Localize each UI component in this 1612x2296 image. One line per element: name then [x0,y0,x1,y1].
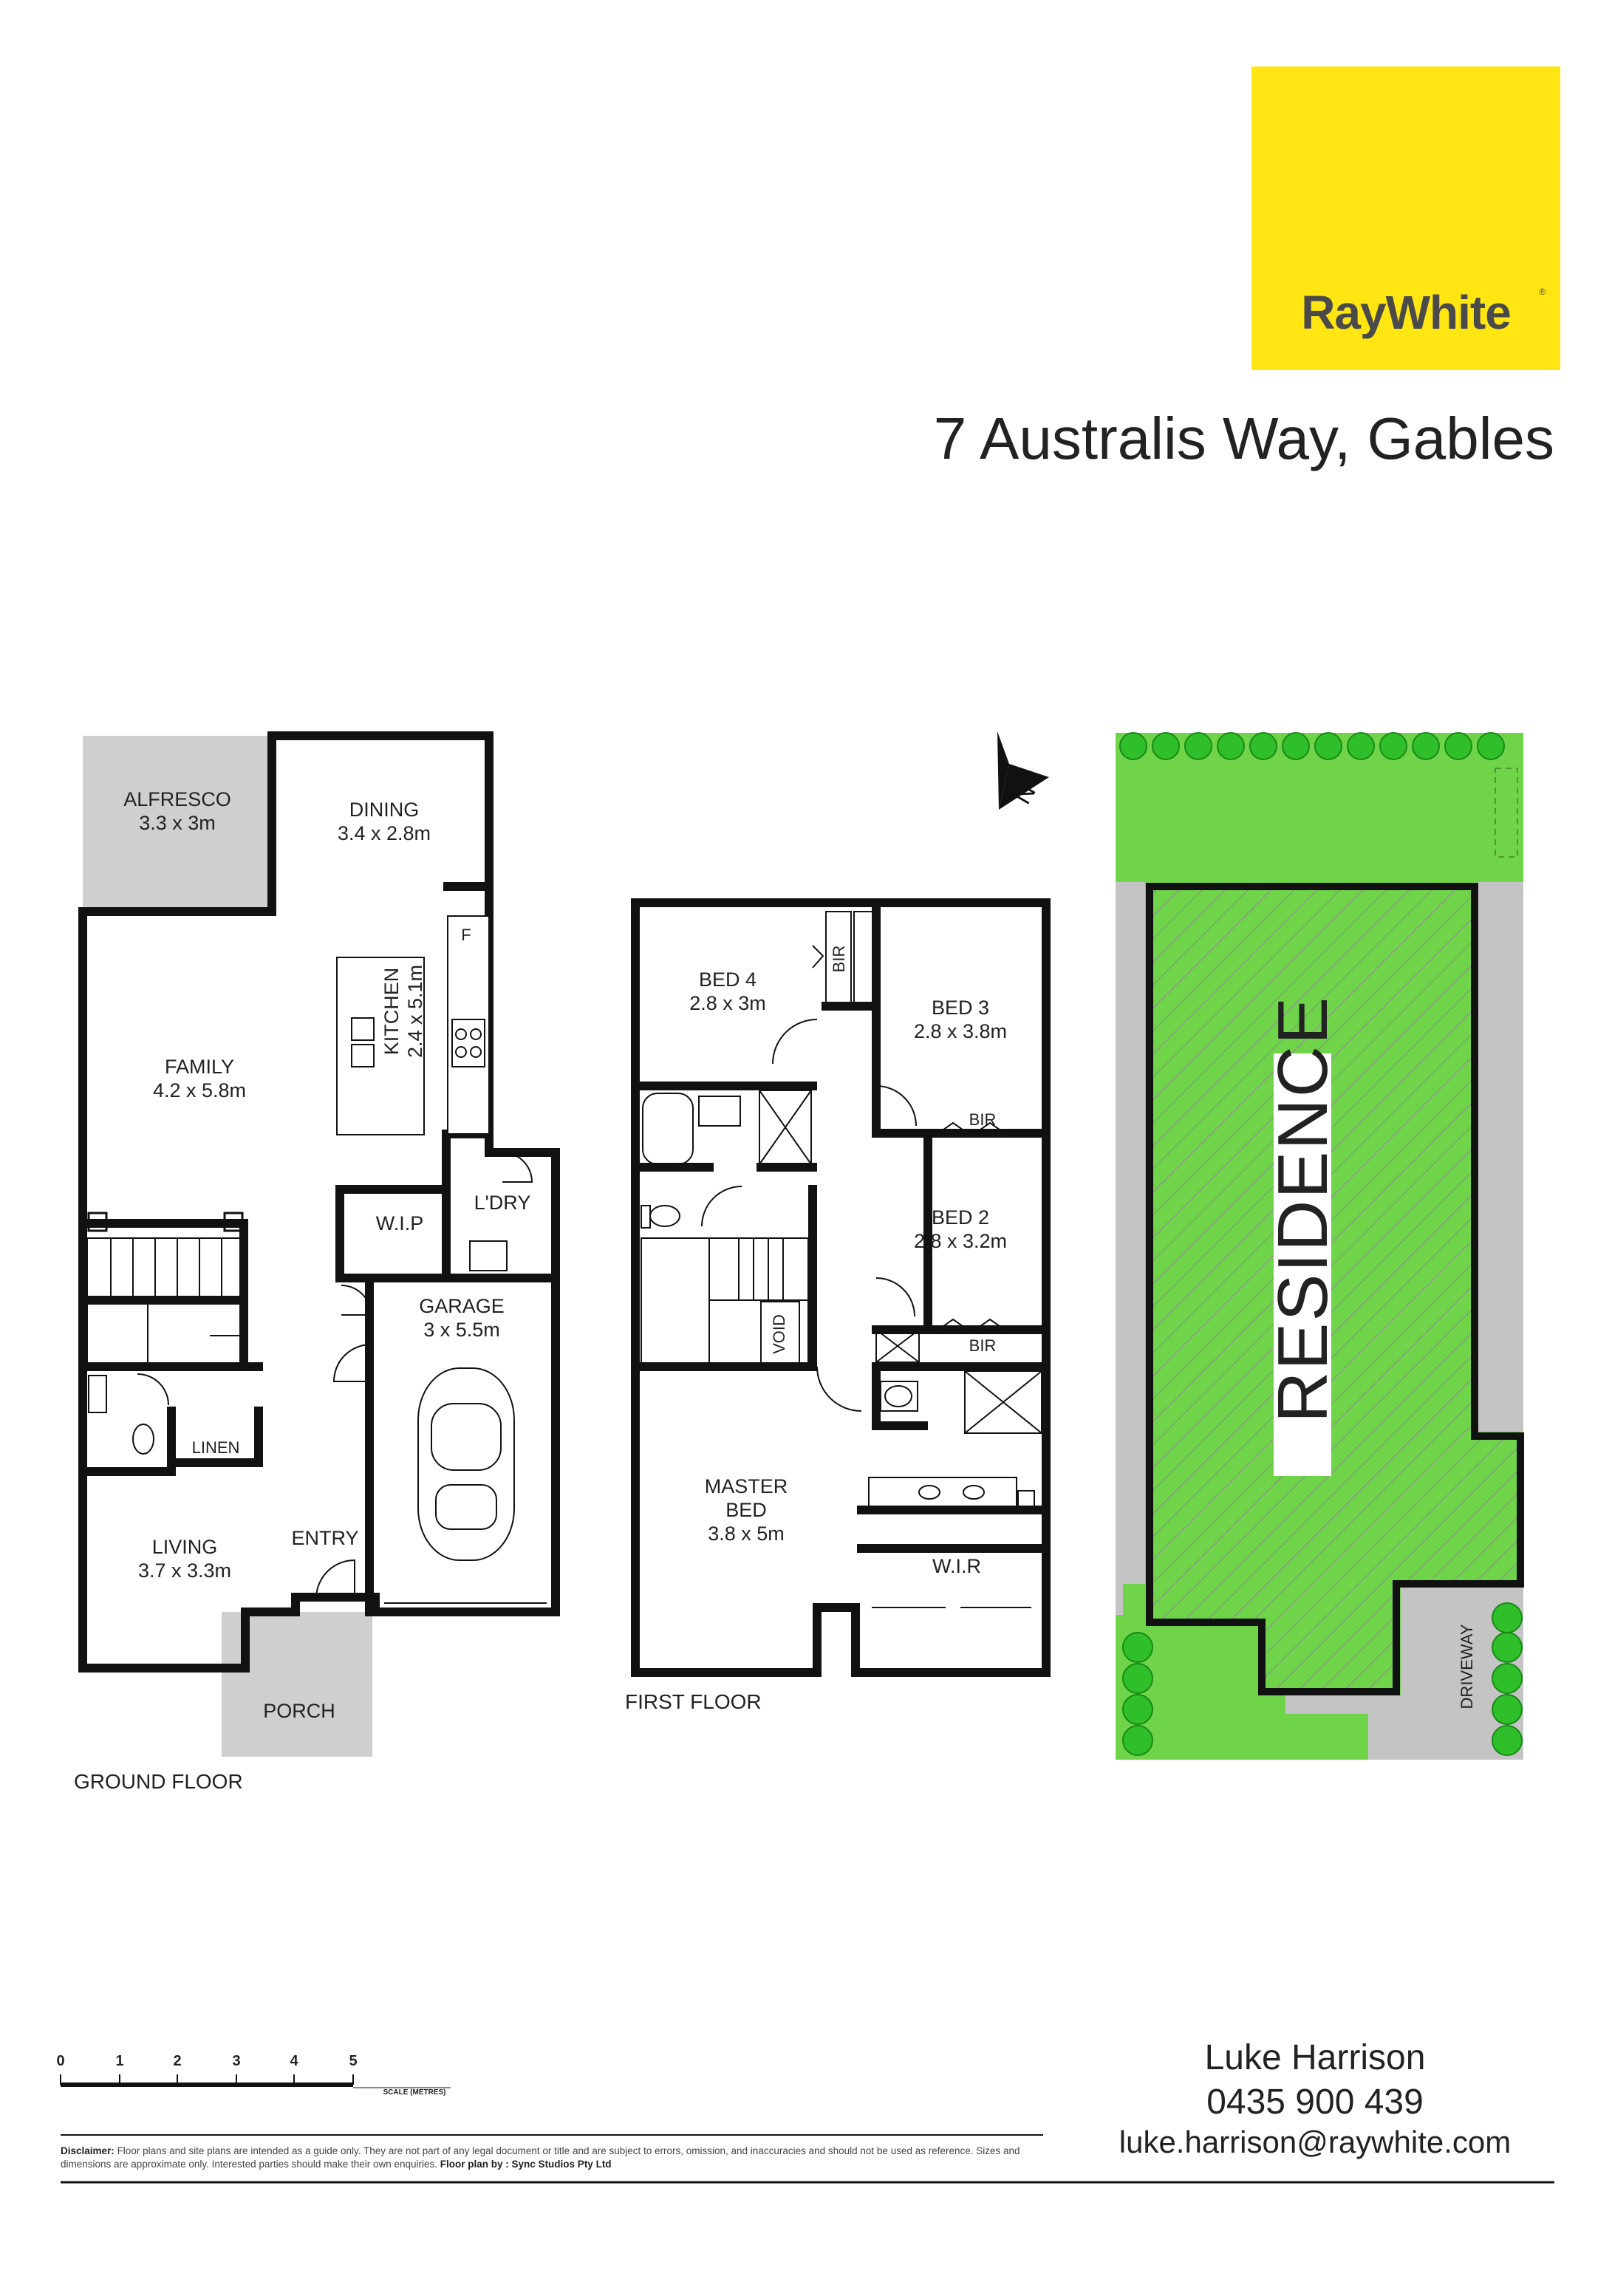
agent-phone[interactable]: 0435 900 439 [1206,2083,1424,2122]
bir-bed3-label: BIR [969,1110,997,1129]
driveway-label: DRIVEWAY [1458,1624,1476,1709]
fridge-label: F [461,926,471,944]
disclaimer: Disclaimer: Floor plans and site plans a… [61,2145,1043,2171]
laundry-label: L'DRY [474,1192,531,1214]
bir-bed4-label: BIR [830,945,848,973]
disclaimer-credit: Floor plan by : Sync Studios Pty Ltd [440,2159,612,2170]
first-floor-plan [631,898,1051,1677]
wip-label: W.I.P [375,1212,424,1234]
alfresco-area [83,736,272,912]
site-plan [1116,732,1524,1760]
residence-label: RESIDENCE [1263,995,1342,1423]
raywhite-logo: RayWhite ® [1251,66,1560,370]
scale-tick-3: 3 [232,2053,241,2069]
north-arrow-icon: N [997,731,1049,810]
scale-tick-5: 5 [349,2053,358,2069]
entry-label: ENTRY [291,1527,359,1549]
car-icon [417,1367,515,1561]
agent-name: Luke Harrison [1204,2038,1426,2077]
property-address: 7 Australis Way, Gables [933,406,1554,471]
void-label: VOID [770,1314,788,1354]
scale-tick-4: 4 [290,2053,298,2069]
disclaimer-text: Floor plans and site plans are intended … [61,2145,1020,2170]
wir-label: W.I.R [932,1555,981,1577]
first-floor-caption: FIRST FLOOR [625,1690,762,1713]
linen-label: LINEN [191,1438,240,1457]
scale-bar [60,2074,451,2088]
ground-floor-caption: GROUND FLOOR [74,1770,243,1793]
porch-label: PORCH [263,1700,335,1722]
scale-tick-0: 0 [56,2053,65,2069]
disclaimer-label: Disclaimer: [61,2145,115,2156]
scale-tick-2: 2 [173,2053,182,2069]
logo-wordmark: RayWhite [1301,286,1512,339]
agent-email[interactable]: luke.harrison@raywhite.com [1119,2125,1512,2159]
logo-registered-mark: ® [1539,287,1546,297]
scale-label: SCALE (METRES) [383,2088,446,2097]
bir-bed2-label: BIR [969,1336,997,1355]
ground-floor-plan [78,731,560,1757]
scale-tick-1: 1 [115,2053,124,2069]
